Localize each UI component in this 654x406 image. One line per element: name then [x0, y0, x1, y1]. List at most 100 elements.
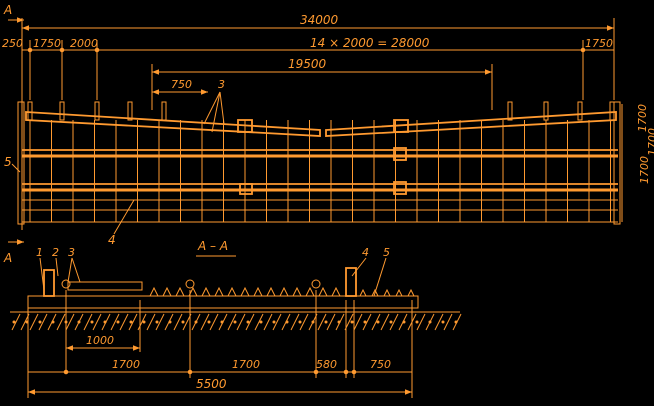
hatch-stroke [200, 313, 210, 331]
post-left [43, 269, 55, 297]
hatch-stroke [11, 313, 21, 331]
dim-node [313, 369, 319, 375]
fixing [175, 286, 185, 297]
dim-end-right: 1750 [585, 37, 613, 50]
support-post [94, 101, 100, 121]
hatch-dot [51, 320, 55, 324]
dim-end-left: 1750 [33, 37, 61, 50]
hatch-dot [207, 320, 211, 324]
fixing [149, 286, 159, 297]
clamp-joint [393, 147, 407, 161]
hatch-dot [402, 320, 406, 324]
hatch-stroke [56, 313, 66, 331]
leader [55, 257, 59, 277]
dim-step: 2000 [70, 37, 98, 50]
hatch-dot [103, 320, 107, 324]
hatch-stroke [245, 313, 255, 331]
hatch-stroke [416, 313, 426, 331]
beam-block [67, 281, 143, 291]
dim-750: 750 [171, 78, 192, 91]
fixing [162, 286, 172, 297]
guide-beam-right [325, 111, 617, 137]
dim-edge-left: 250 [2, 37, 23, 50]
hatch-dot [129, 320, 133, 324]
hatch-dot [38, 320, 42, 324]
hatch-dot [12, 320, 16, 324]
fixing [371, 288, 379, 297]
dim-580: 580 [316, 358, 337, 371]
fixing [266, 286, 276, 297]
rail-head [185, 279, 195, 289]
hatch-stroke [317, 313, 327, 331]
dim-5500: 5500 [196, 377, 227, 391]
guide-beam-left [25, 111, 321, 137]
hatch-dot [415, 320, 419, 324]
fixing [359, 288, 367, 297]
section-callout-1: 1 [36, 246, 43, 259]
hatch-dot [194, 320, 198, 324]
dim-node [351, 369, 357, 375]
dim-node [27, 47, 33, 53]
end-post-left [17, 101, 25, 225]
fixing [292, 286, 302, 297]
fixing [395, 288, 403, 297]
hatch-stroke [236, 313, 246, 331]
ground-hatch [11, 313, 462, 331]
rail-head [311, 279, 321, 289]
hatch-stroke [119, 313, 129, 331]
hatch-stroke [299, 313, 309, 331]
section-mark-bottom: A [3, 251, 12, 265]
clamp-joint [393, 119, 409, 133]
hatch-stroke [209, 313, 219, 331]
hatch-dot [311, 320, 315, 324]
leader [351, 257, 367, 277]
leader-5 [11, 163, 21, 173]
support-post [161, 101, 167, 121]
hatch-dot [454, 320, 458, 324]
section-callout-4: 4 [362, 246, 369, 259]
hatch-stroke [227, 313, 237, 331]
hatch-stroke [263, 313, 273, 331]
dim-node [94, 47, 100, 53]
dim-1700-b: 1700 [232, 358, 260, 371]
support-post [577, 101, 583, 121]
hatch-dot [285, 320, 289, 324]
hatch-stroke [371, 313, 381, 331]
leader-3a [203, 91, 221, 125]
clamp-joint [393, 181, 407, 195]
hatch-stroke [443, 313, 453, 331]
hatch-dot [272, 320, 276, 324]
support-post [543, 101, 549, 121]
leader [373, 257, 387, 297]
hatch-stroke [38, 313, 48, 331]
section-callout-5: 5 [383, 246, 390, 259]
fixing [240, 286, 250, 297]
hatch-dot [428, 320, 432, 324]
leader [71, 257, 81, 283]
hatch-dot [350, 320, 354, 324]
hatch-stroke [362, 313, 372, 331]
clamp-joint [239, 183, 253, 195]
fixing [407, 288, 415, 297]
dim-span: 14 × 2000 = 28000 [310, 36, 430, 50]
hatch-dot [155, 320, 159, 324]
post-right [345, 267, 357, 297]
hatch-dot [441, 320, 445, 324]
fixing [214, 286, 224, 297]
hatch-dot [77, 320, 81, 324]
section-title: А – А [197, 239, 228, 253]
hatch-stroke [155, 313, 165, 331]
hatch-dot [181, 320, 185, 324]
dim-1000: 1000 [86, 334, 114, 347]
hatch-stroke [137, 313, 147, 331]
hatch-stroke [146, 313, 156, 331]
hatch-stroke [389, 313, 399, 331]
section-mark-top: A [3, 3, 12, 17]
hatch-dot [389, 320, 393, 324]
hatch-stroke [128, 313, 138, 331]
hatch-dot [142, 320, 146, 324]
support-post [59, 101, 65, 121]
leader-3c [219, 91, 225, 125]
section-callout-2: 2 [52, 246, 59, 259]
hatch-stroke [272, 313, 282, 331]
